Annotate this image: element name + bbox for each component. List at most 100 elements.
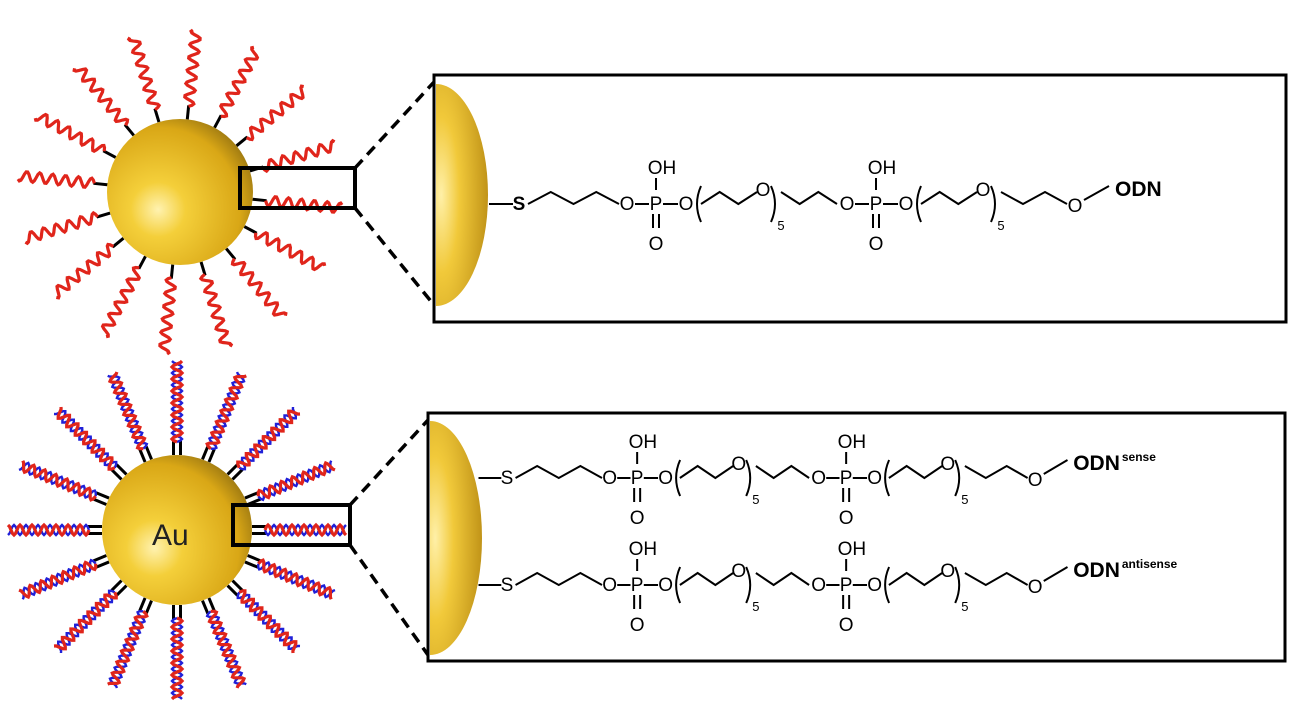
hydroxyl-group: OH bbox=[648, 158, 677, 179]
linker-stub bbox=[144, 445, 153, 460]
gold-label: Au bbox=[152, 519, 189, 552]
repeat-count: 5 bbox=[752, 599, 759, 614]
alkyl-chain bbox=[679, 571, 734, 587]
antisense-strand bbox=[18, 461, 97, 500]
repeat-bracket-close bbox=[954, 566, 961, 604]
antisense-strand bbox=[53, 410, 118, 469]
top-zoom-line-upper bbox=[353, 80, 436, 170]
oxygen-atom: O bbox=[602, 575, 617, 596]
top-detail-box bbox=[432, 73, 1288, 324]
ssdna-strand bbox=[16, 170, 96, 189]
oxygen-atom: O bbox=[679, 194, 694, 215]
linker-stub bbox=[111, 237, 125, 249]
ssdna-strand bbox=[253, 230, 327, 272]
repeat-bracket-open bbox=[675, 459, 682, 497]
linker-stub bbox=[144, 600, 153, 615]
antisense-strand bbox=[257, 460, 333, 502]
repeat-bracket-close bbox=[990, 185, 996, 223]
antisense-strand bbox=[257, 560, 336, 599]
repeat-count: 5 bbox=[777, 218, 784, 233]
oxygen-atom: O bbox=[839, 615, 854, 636]
sense-strand bbox=[6, 522, 91, 538]
linker-stub bbox=[96, 211, 111, 219]
hydroxyl-group: OH bbox=[629, 539, 658, 560]
bottom-zoom-line-upper bbox=[348, 418, 430, 507]
repeat-bracket-close bbox=[745, 459, 752, 497]
hydroxyl-group: OH bbox=[868, 158, 897, 179]
oxygen-atom: O bbox=[1028, 577, 1043, 598]
repeat-bracket-open bbox=[675, 566, 682, 604]
linker-stub bbox=[115, 584, 128, 597]
linker-stub bbox=[207, 597, 216, 612]
hydroxyl-group: OH bbox=[838, 539, 867, 560]
sulfur-atom: S bbox=[501, 575, 514, 596]
bottom-zoom-region bbox=[231, 503, 352, 547]
alkyl-chain bbox=[964, 464, 1029, 480]
antisense-strand bbox=[7, 523, 91, 537]
sense-strand bbox=[21, 460, 97, 502]
ssdna-strand bbox=[230, 257, 288, 317]
sense-strand bbox=[236, 409, 301, 469]
repeat-bracket-close bbox=[745, 566, 752, 604]
ssdna-strand bbox=[218, 45, 260, 119]
oxygen-atom: O bbox=[731, 561, 746, 582]
bottom-gold-nanoparticle bbox=[102, 455, 252, 605]
phosphorus-atom: P bbox=[870, 194, 883, 215]
alkyl-chain bbox=[515, 571, 603, 587]
bond bbox=[1043, 566, 1069, 582]
oxygen-atom: O bbox=[940, 561, 955, 582]
antisense-strand bbox=[263, 523, 347, 537]
oxygen-atom: O bbox=[1028, 470, 1043, 491]
ssdna-strand bbox=[100, 265, 142, 339]
sense-strand bbox=[18, 560, 98, 600]
ssdna-strand bbox=[33, 112, 107, 154]
sense-strand bbox=[205, 374, 247, 450]
oxygen-atom: O bbox=[811, 468, 826, 489]
alkyl-chain bbox=[679, 464, 734, 480]
linker-stub bbox=[235, 135, 249, 147]
antisense-strand bbox=[57, 589, 116, 654]
repeat-bracket-open bbox=[884, 566, 891, 604]
antisense-strand bbox=[236, 591, 301, 650]
linker-stub bbox=[231, 579, 244, 592]
linker-stub bbox=[138, 448, 147, 463]
oxygen-atom: O bbox=[867, 575, 882, 596]
linker-stub bbox=[137, 255, 147, 270]
repeat-bracket-open bbox=[696, 185, 702, 223]
alkyl-chain bbox=[920, 190, 978, 206]
ssdna-strand bbox=[55, 242, 115, 300]
ssdna-strand bbox=[198, 273, 234, 348]
linker-stub bbox=[252, 197, 267, 203]
oxygen-atom: O bbox=[731, 454, 746, 475]
oxygen-atom: O bbox=[899, 194, 914, 215]
bottom-gold-surface bbox=[430, 421, 482, 655]
antisense-strand bbox=[170, 616, 184, 700]
ssdna-strand bbox=[261, 138, 336, 174]
linker-stub bbox=[153, 108, 161, 123]
alkyl-chain bbox=[1000, 190, 1068, 206]
hydroxyl-group: OH bbox=[838, 432, 867, 453]
strand-type-superscript: antisense bbox=[1122, 557, 1178, 571]
oxygen-atom: O bbox=[630, 508, 645, 529]
oxygen-atom: O bbox=[840, 194, 855, 215]
antisense-strand bbox=[238, 406, 297, 471]
antisense-strand bbox=[21, 558, 97, 600]
oxygen-atom: O bbox=[649, 234, 664, 255]
ssdna-strand bbox=[183, 28, 202, 108]
linker-stub bbox=[207, 448, 216, 463]
linker-stub bbox=[169, 264, 175, 279]
top-gold-surface bbox=[436, 84, 488, 306]
alkyl-chain bbox=[780, 190, 838, 206]
sense-strand bbox=[207, 609, 247, 689]
phosphorus-atom: P bbox=[631, 575, 644, 596]
oxygen-atom: O bbox=[756, 180, 771, 201]
top-zoom-line-lower bbox=[353, 206, 436, 307]
alkyl-chain bbox=[888, 571, 943, 587]
oxygen-atom: O bbox=[867, 468, 882, 489]
antisense-strand bbox=[108, 610, 147, 689]
ssdna-strand bbox=[245, 84, 305, 142]
linker-stub bbox=[115, 463, 128, 476]
bottom-detail-box bbox=[426, 411, 1287, 663]
